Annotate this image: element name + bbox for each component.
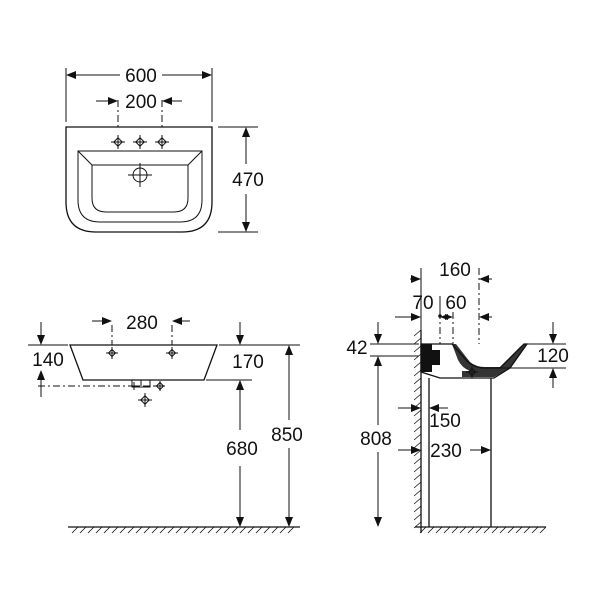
rim-to-hole-label: 140 — [32, 350, 64, 371]
pedestal-height-label: 808 — [360, 429, 392, 450]
front-tap-hole-left-icon — [106, 347, 118, 359]
front-tap-hole-right-icon — [166, 347, 178, 359]
hole-spacing-label: 280 — [126, 313, 158, 334]
dimension-170: 170 — [206, 322, 264, 381]
dimension-120: 120 — [496, 322, 569, 388]
fixing-hole-left-icon — [130, 382, 138, 390]
dimension-140: 140 — [28, 322, 68, 397]
rim-thickness-label: 42 — [346, 338, 367, 359]
dimension-200: 200 — [96, 92, 182, 113]
fixing-hole-right-icon — [155, 381, 165, 391]
basin-height-label: 170 — [232, 352, 264, 373]
front-floor — [68, 526, 300, 534]
pedestal-depth-label: 230 — [430, 441, 462, 462]
front-basin-outline — [69, 344, 218, 381]
drain-icon — [128, 163, 152, 187]
tap-hole-left-icon — [111, 135, 125, 149]
dimension-42: 42 — [346, 322, 419, 359]
bowl-depth-label: 120 — [537, 346, 569, 367]
rim-height-label: 850 — [271, 425, 303, 446]
wall-offset-label: 70 — [412, 293, 433, 314]
overall-depth-label: 160 — [439, 260, 471, 281]
tap-spacing-label: 200 — [125, 92, 157, 113]
side-floor — [415, 526, 547, 534]
top-view: 600 200 470 — [65, 66, 264, 233]
tap-offset-label: 60 — [445, 293, 466, 314]
top-depth-label: 470 — [232, 170, 264, 191]
dimension-600: 600 — [65, 66, 213, 122]
wall — [413, 329, 422, 533]
dimension-280: 280 — [92, 313, 190, 334]
top-width-label: 600 — [125, 66, 157, 87]
dimension-680: 680 — [226, 380, 258, 527]
basin-outer-outline — [65, 126, 213, 233]
tap-hole-right-icon — [155, 135, 169, 149]
dimension-850: 850 — [252, 344, 303, 527]
bowl-outline — [91, 164, 189, 213]
outlet-height-label: 680 — [226, 439, 258, 460]
basin-inner-outline — [77, 150, 203, 223]
dimension-470: 470 — [218, 126, 264, 233]
tap-hole-center-icon — [133, 135, 147, 149]
pedestal — [428, 378, 492, 527]
side-drain-icon — [466, 366, 478, 378]
pedestal-offset-label: 150 — [429, 411, 461, 432]
dimension-70-60: 70 60 — [395, 293, 492, 321]
dimension-808: 808 — [360, 356, 392, 527]
dimension-160: 160 — [410, 260, 492, 283]
overflow-hole-icon — [138, 393, 152, 407]
front-view: 280 140 — [28, 313, 303, 534]
dimension-230: 230 — [398, 441, 491, 462]
dimension-150: 150 — [398, 404, 461, 432]
side-view: 160 70 60 42 — [346, 260, 569, 534]
